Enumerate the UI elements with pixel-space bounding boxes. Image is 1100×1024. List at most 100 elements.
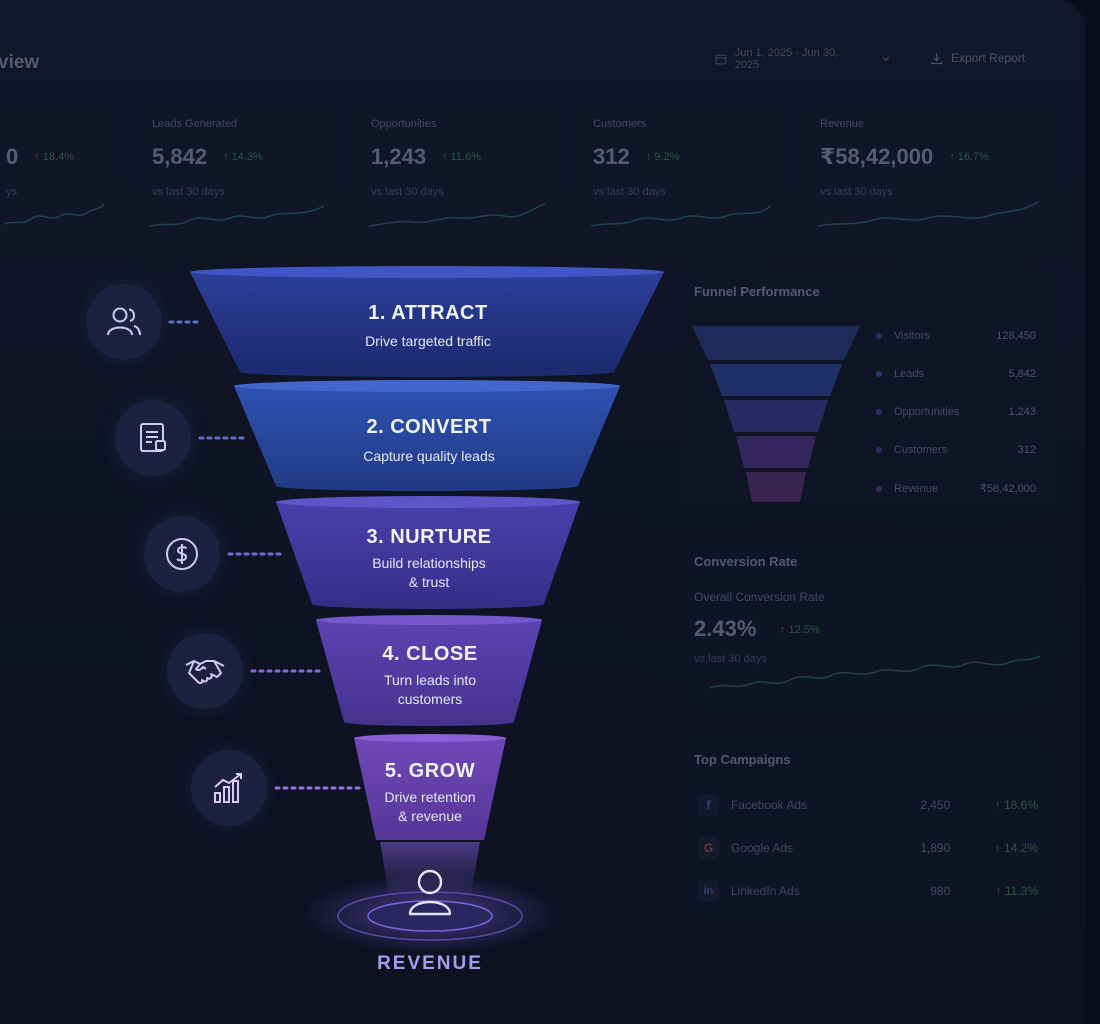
stage-icon-circle [144,516,220,592]
campaign-name: Google Ads [730,841,794,855]
kpi-sub: vs last 30 days [593,186,666,198]
kpi-change: ↑ 14.3% [223,151,263,163]
linkedin-icon: in [698,880,719,902]
export-report-button[interactable]: Export Report [916,43,1044,73]
kpi-sparkline [369,203,545,227]
google-icon: G [698,837,719,859]
funnel-row-value: 5,842 [1008,368,1036,380]
legend-dot [876,333,882,339]
conversion-rate-panel: Conversion Rate Overall Conversion Rate … [680,538,1055,714]
conversion-sub: vs last 30 days [694,653,767,665]
kpi-value: 0 [6,144,19,169]
funnel-row: Revenue ₹58,42,000 [876,482,1036,495]
stage-title: 4. CLOSE [382,643,478,665]
funnel-stage-convert[interactable] [234,380,620,491]
funnel-row-value: 128,450 [996,330,1036,342]
growth-chart-icon [214,773,242,803]
users-icon [107,307,141,336]
conversion-sparkline [710,655,1040,689]
kpi-sparkline [4,203,104,225]
facebook-icon: f [698,794,719,816]
campaign-name: LinkedIn Ads [730,884,800,898]
funnel-performance-panel: Funnel Performance Visitors 128,450 Leads… [680,266,1055,522]
stage-title: 3. NURTURE [366,526,492,548]
stage-title: 1. ATTRACT [368,302,488,324]
funnel-row-label: Visitors [894,330,930,342]
form-icon [140,423,166,452]
funnel-row-value: ₹58,42,000 [980,483,1036,495]
panel-title: Top Campaigns [694,752,791,767]
stage-description: & revenue [398,808,462,824]
kpi-label: Leads Generated [152,118,238,130]
funnel-row: Opportunities 1,243 [876,406,1036,418]
funnel-row: Visitors 128,450 [876,330,1036,342]
campaign-value: 1,890 [920,841,951,855]
stage-icon-circle [191,750,267,826]
funnel-row-value: 1,243 [1008,406,1036,418]
kpi-sub: vs last 30 days [152,186,225,198]
funnel-stage-nurture[interactable] [276,496,580,609]
kpi-sparkline [591,205,771,227]
chevron-down-icon [882,57,890,62]
stage-description: Capture quality leads [363,448,495,464]
stage-title: 2. CONVERT [366,416,492,438]
legend-dot [876,447,882,453]
campaign-value: 980 [930,884,951,898]
kpi-change: ↑ 16.7% [949,151,989,163]
export-report-label: Export Report [951,51,1026,65]
funnel-row-label: Opportunities [894,406,960,418]
legend-dot [876,485,882,492]
kpi-sparkline [818,201,1038,227]
kpi-change: ↑ 11.6% [442,151,481,163]
campaign-row[interactable]: in LinkedIn Ads 980 ↑ 11.3% [698,880,1038,902]
kpi-card-visitors: 0 ↑ 18.4% ys [0,100,122,244]
kpi-value: 312 [593,144,630,169]
stage-icon-circle [167,633,243,709]
kpi-sub: vs last 30 days [371,186,444,198]
kpi-change: ↑ 9.2% [645,151,680,163]
campaign-change: ↑ 18.6% [994,798,1038,812]
mini-funnel [692,326,860,502]
legend-dot [876,409,882,415]
stage-description: Drive retention [384,789,476,805]
download-icon [930,52,943,64]
stage-description: & trust [408,574,450,590]
kpi-card-leads: Leads Generated 5,842 ↑ 14.3% vs last 30 … [134,100,340,244]
stage-description: Turn leads into [383,672,477,688]
kpi-sparkline [150,205,324,227]
date-range-picker[interactable]: Jun 1, 2025 - Jun 30, 2025 [703,44,903,74]
conversion-change: ↑ 12.5% [780,624,820,636]
kpi-sub: vs last 30 days [820,186,893,198]
campaign-change: ↑ 14.2% [994,841,1038,855]
kpi-value: 1,243 [371,144,427,169]
kpi-label: Revenue [820,118,865,130]
person-icon [408,869,452,916]
revenue-label: REVENUE [377,953,483,974]
kpi-value: 5,842 [152,144,208,169]
campaign-change: ↑ 11.3% [995,884,1038,898]
funnel-row-label: Revenue [894,482,939,495]
kpi-card-revenue: Revenue ₹58,42,000↑ 16.7% vs last 30 day… [802,100,1054,244]
kpi-change: ↑ 18.4% [34,151,74,163]
stage-icon-circle [86,284,162,360]
panel-title: Funnel Performance [694,284,820,299]
campaign-name: Facebook Ads [730,798,808,812]
kpi-card-opportunities: Opportunities 1,243 ↑ 11.6% vs last 30 da… [353,100,561,244]
funnel-stage-grow[interactable] [354,734,506,840]
campaign-row[interactable]: G Google Ads 1,890 ↑ 14.2% [698,837,1038,859]
stage-description: Build relationships [372,555,486,571]
conversion-subtitle: Overall Conversion Rate [694,590,825,604]
panel-title: Conversion Rate [694,554,798,569]
funnel-graphic [168,266,664,954]
kpi-label: Opportunities [371,118,437,130]
kpi-sub: ys [6,186,17,198]
funnel-stage-close[interactable] [316,615,542,726]
funnel-stage-attract[interactable] [190,266,664,377]
kpi-card-customers: Customers 312↑ 9.2% vs last 30 days [575,100,787,244]
stage-icon-circle [115,400,191,476]
